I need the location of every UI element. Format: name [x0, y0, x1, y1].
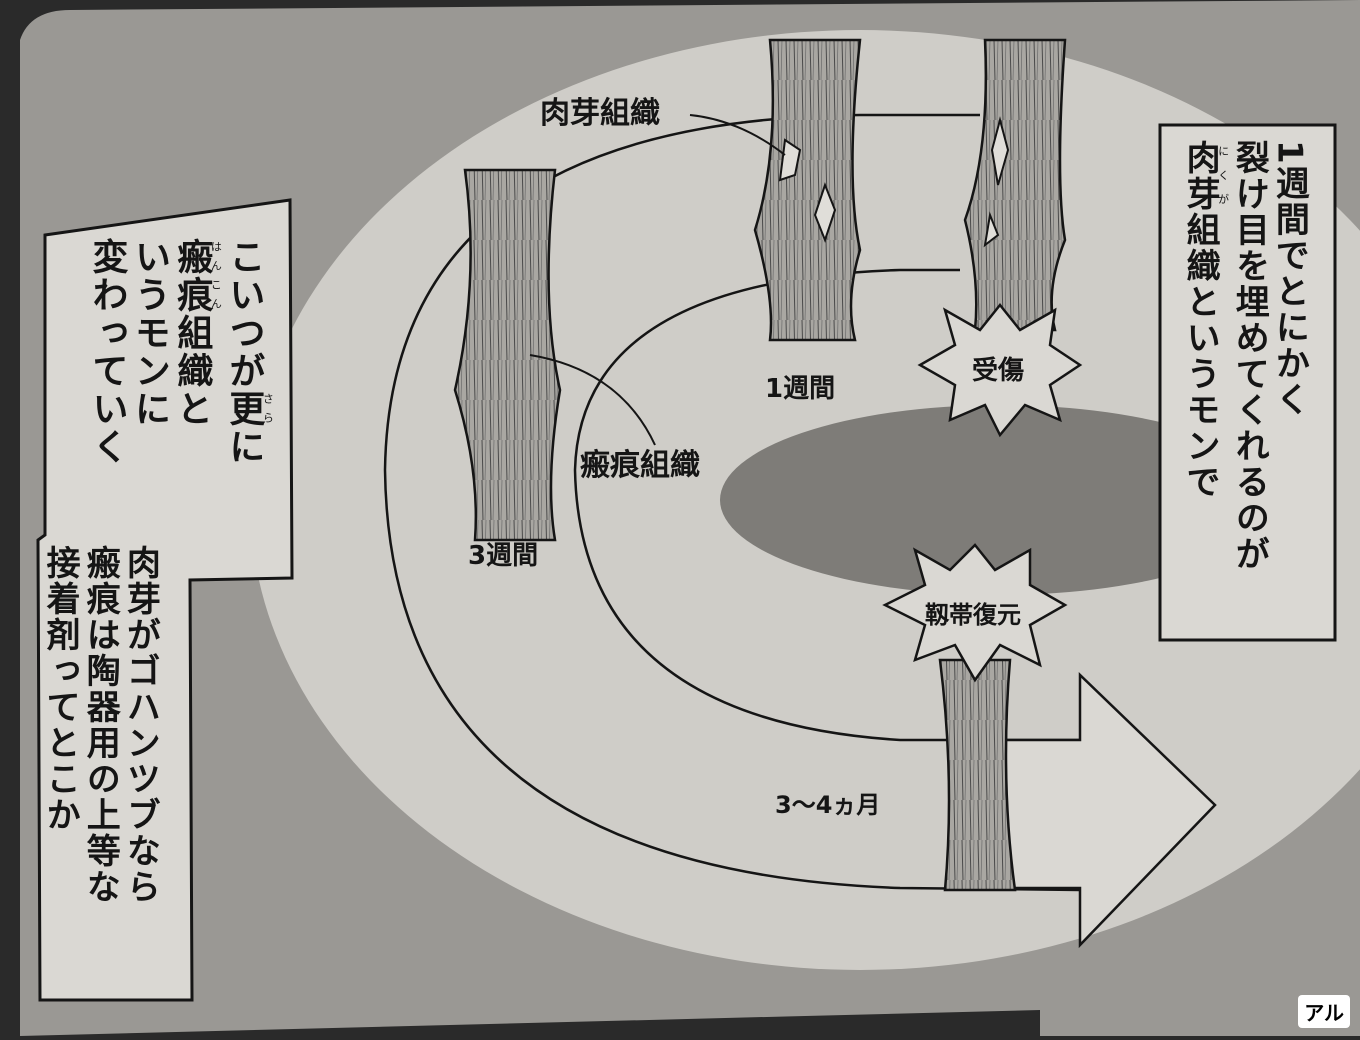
ligament-1-week	[753, 38, 862, 342]
label-injury: 受傷	[972, 356, 1025, 386]
label-granulation: 肉芽組織	[540, 96, 660, 131]
label-restored: 靱帯復元	[925, 601, 1021, 629]
note-line: 瘢痕は陶器用の上等な	[80, 545, 121, 905]
right-caption-box	[1158, 123, 1337, 642]
caption-line: 裂け目を埋めてくれるのが	[1229, 140, 1270, 572]
label-1-week: 1週間	[765, 374, 836, 404]
injury-burst	[917, 302, 1083, 438]
spiral-outer-line	[383, 113, 1081, 892]
restored-burst	[882, 543, 1068, 683]
left-caption-text: こいつが更さらに 瘢痕はんこん組織と いうモンに 変わっていく	[85, 238, 274, 558]
ligament-injured	[963, 38, 1067, 332]
spiral-inner-line	[573, 268, 1080, 742]
caption-line: 肉芽にくが組織というモンで	[1180, 140, 1230, 500]
ligament-3-weeks	[453, 168, 562, 542]
caption-line: 1週間でとにかく	[1269, 140, 1310, 418]
left-caption-box	[36, 198, 294, 1002]
inner-dark-ellipse	[720, 405, 1280, 595]
caption-line: こいつが更さらに	[223, 238, 275, 466]
side-note-text: 肉芽がゴハンツブなら 瘢痕は陶器用の上等な 接着剤ってとこか	[40, 545, 160, 975]
label-months: 3〜4ヵ月	[775, 791, 881, 819]
progress-arrow	[1000, 672, 1217, 949]
label-scar: 瘢痕組織	[580, 448, 700, 483]
watermark-logo: アル	[1298, 995, 1350, 1028]
note-line: 肉芽がゴハンツブなら	[120, 545, 161, 905]
ligament-restored	[938, 658, 1017, 892]
caption-line: いうモンに	[128, 238, 170, 428]
label-3-weeks: 3週間	[468, 541, 539, 571]
caption-line: 変わっていく	[86, 238, 128, 466]
right-caption-text: 1週間でとにかく 裂け目を埋めてくれるのが 肉芽にくが組織というモンで	[1180, 140, 1309, 630]
caption-line: 瘢痕はんこん組織と	[171, 238, 223, 428]
note-line: 接着剤ってとこか	[40, 545, 81, 833]
